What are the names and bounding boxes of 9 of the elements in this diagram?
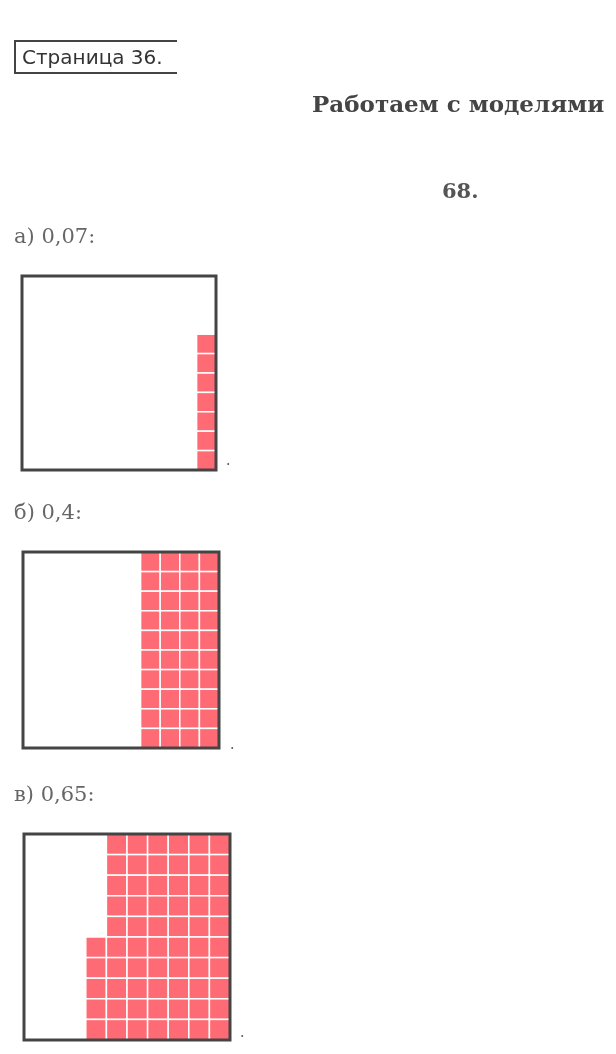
answer-label: б) 0,4:: [14, 500, 82, 524]
answer-label: а) 0,07:: [14, 224, 96, 248]
period-mark: .: [240, 1024, 245, 1040]
exercise-number: 68.: [442, 178, 479, 203]
period-mark: .: [230, 736, 235, 752]
answer-label: в) 0,65:: [14, 782, 95, 806]
page-number-heading: Страница 36.: [14, 40, 177, 74]
section-title: Работаем с моделями: [312, 90, 605, 117]
period-mark: .: [226, 452, 231, 468]
